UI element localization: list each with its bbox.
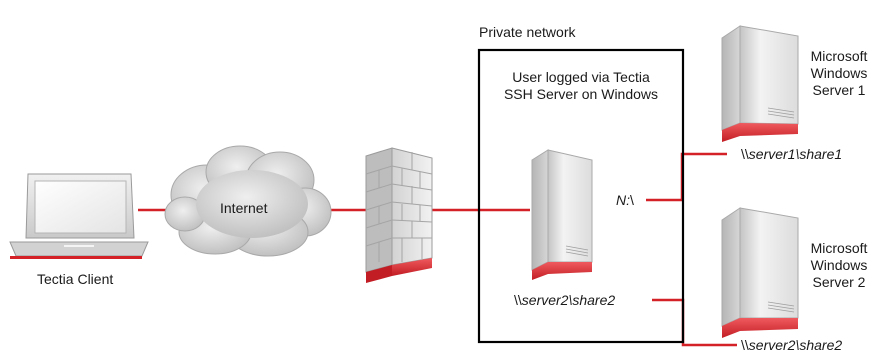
user-logged-label: User logged via Tectia SSH Server on Win… [482, 69, 680, 103]
drive-separator: \ [630, 192, 634, 208]
user-logged-line2: SSH Server on Windows [503, 86, 659, 102]
local-share-path: server2\share2 [521, 292, 616, 308]
share2-path: server2\share2 [748, 337, 843, 353]
server1-label: Microsoft Windows Server 1 [806, 48, 872, 99]
share2-label: \\server2\share2 [741, 337, 842, 354]
share2-prefix: \\ [741, 337, 749, 353]
server-icon [531, 149, 593, 280]
firewall-icon [365, 147, 433, 283]
share1-label: \\server1\share1 [741, 146, 842, 163]
share1-path: server1\share1 [748, 146, 843, 162]
private-network-label: Private network [479, 24, 576, 40]
server1-line2: Windows [810, 65, 868, 81]
server1-line1: Microsoft [810, 48, 868, 64]
server-icon [721, 207, 799, 338]
server2-line3: Server 2 [812, 274, 866, 290]
server2-line2: Windows [810, 257, 868, 273]
tectia-client-label: Tectia Client [37, 271, 114, 287]
internet-label: Internet [220, 200, 268, 216]
server2-line1: Microsoft [810, 240, 868, 256]
local-share-label: \\server2\share2 [514, 292, 615, 309]
private-network-box [477, 48, 685, 344]
server1-line3: Server 1 [812, 82, 866, 98]
laptop-icon [9, 173, 149, 259]
server-icon [721, 25, 799, 142]
server2-label: Microsoft Windows Server 2 [806, 240, 872, 291]
share1-prefix: \\ [741, 146, 749, 162]
local-share-prefix: \\ [514, 292, 522, 308]
cloud-icon [164, 145, 332, 257]
user-logged-line1: User logged via Tectia [512, 69, 650, 85]
drive-letter: N: [616, 192, 630, 208]
drive-mapping-label: N:\ [616, 192, 634, 209]
